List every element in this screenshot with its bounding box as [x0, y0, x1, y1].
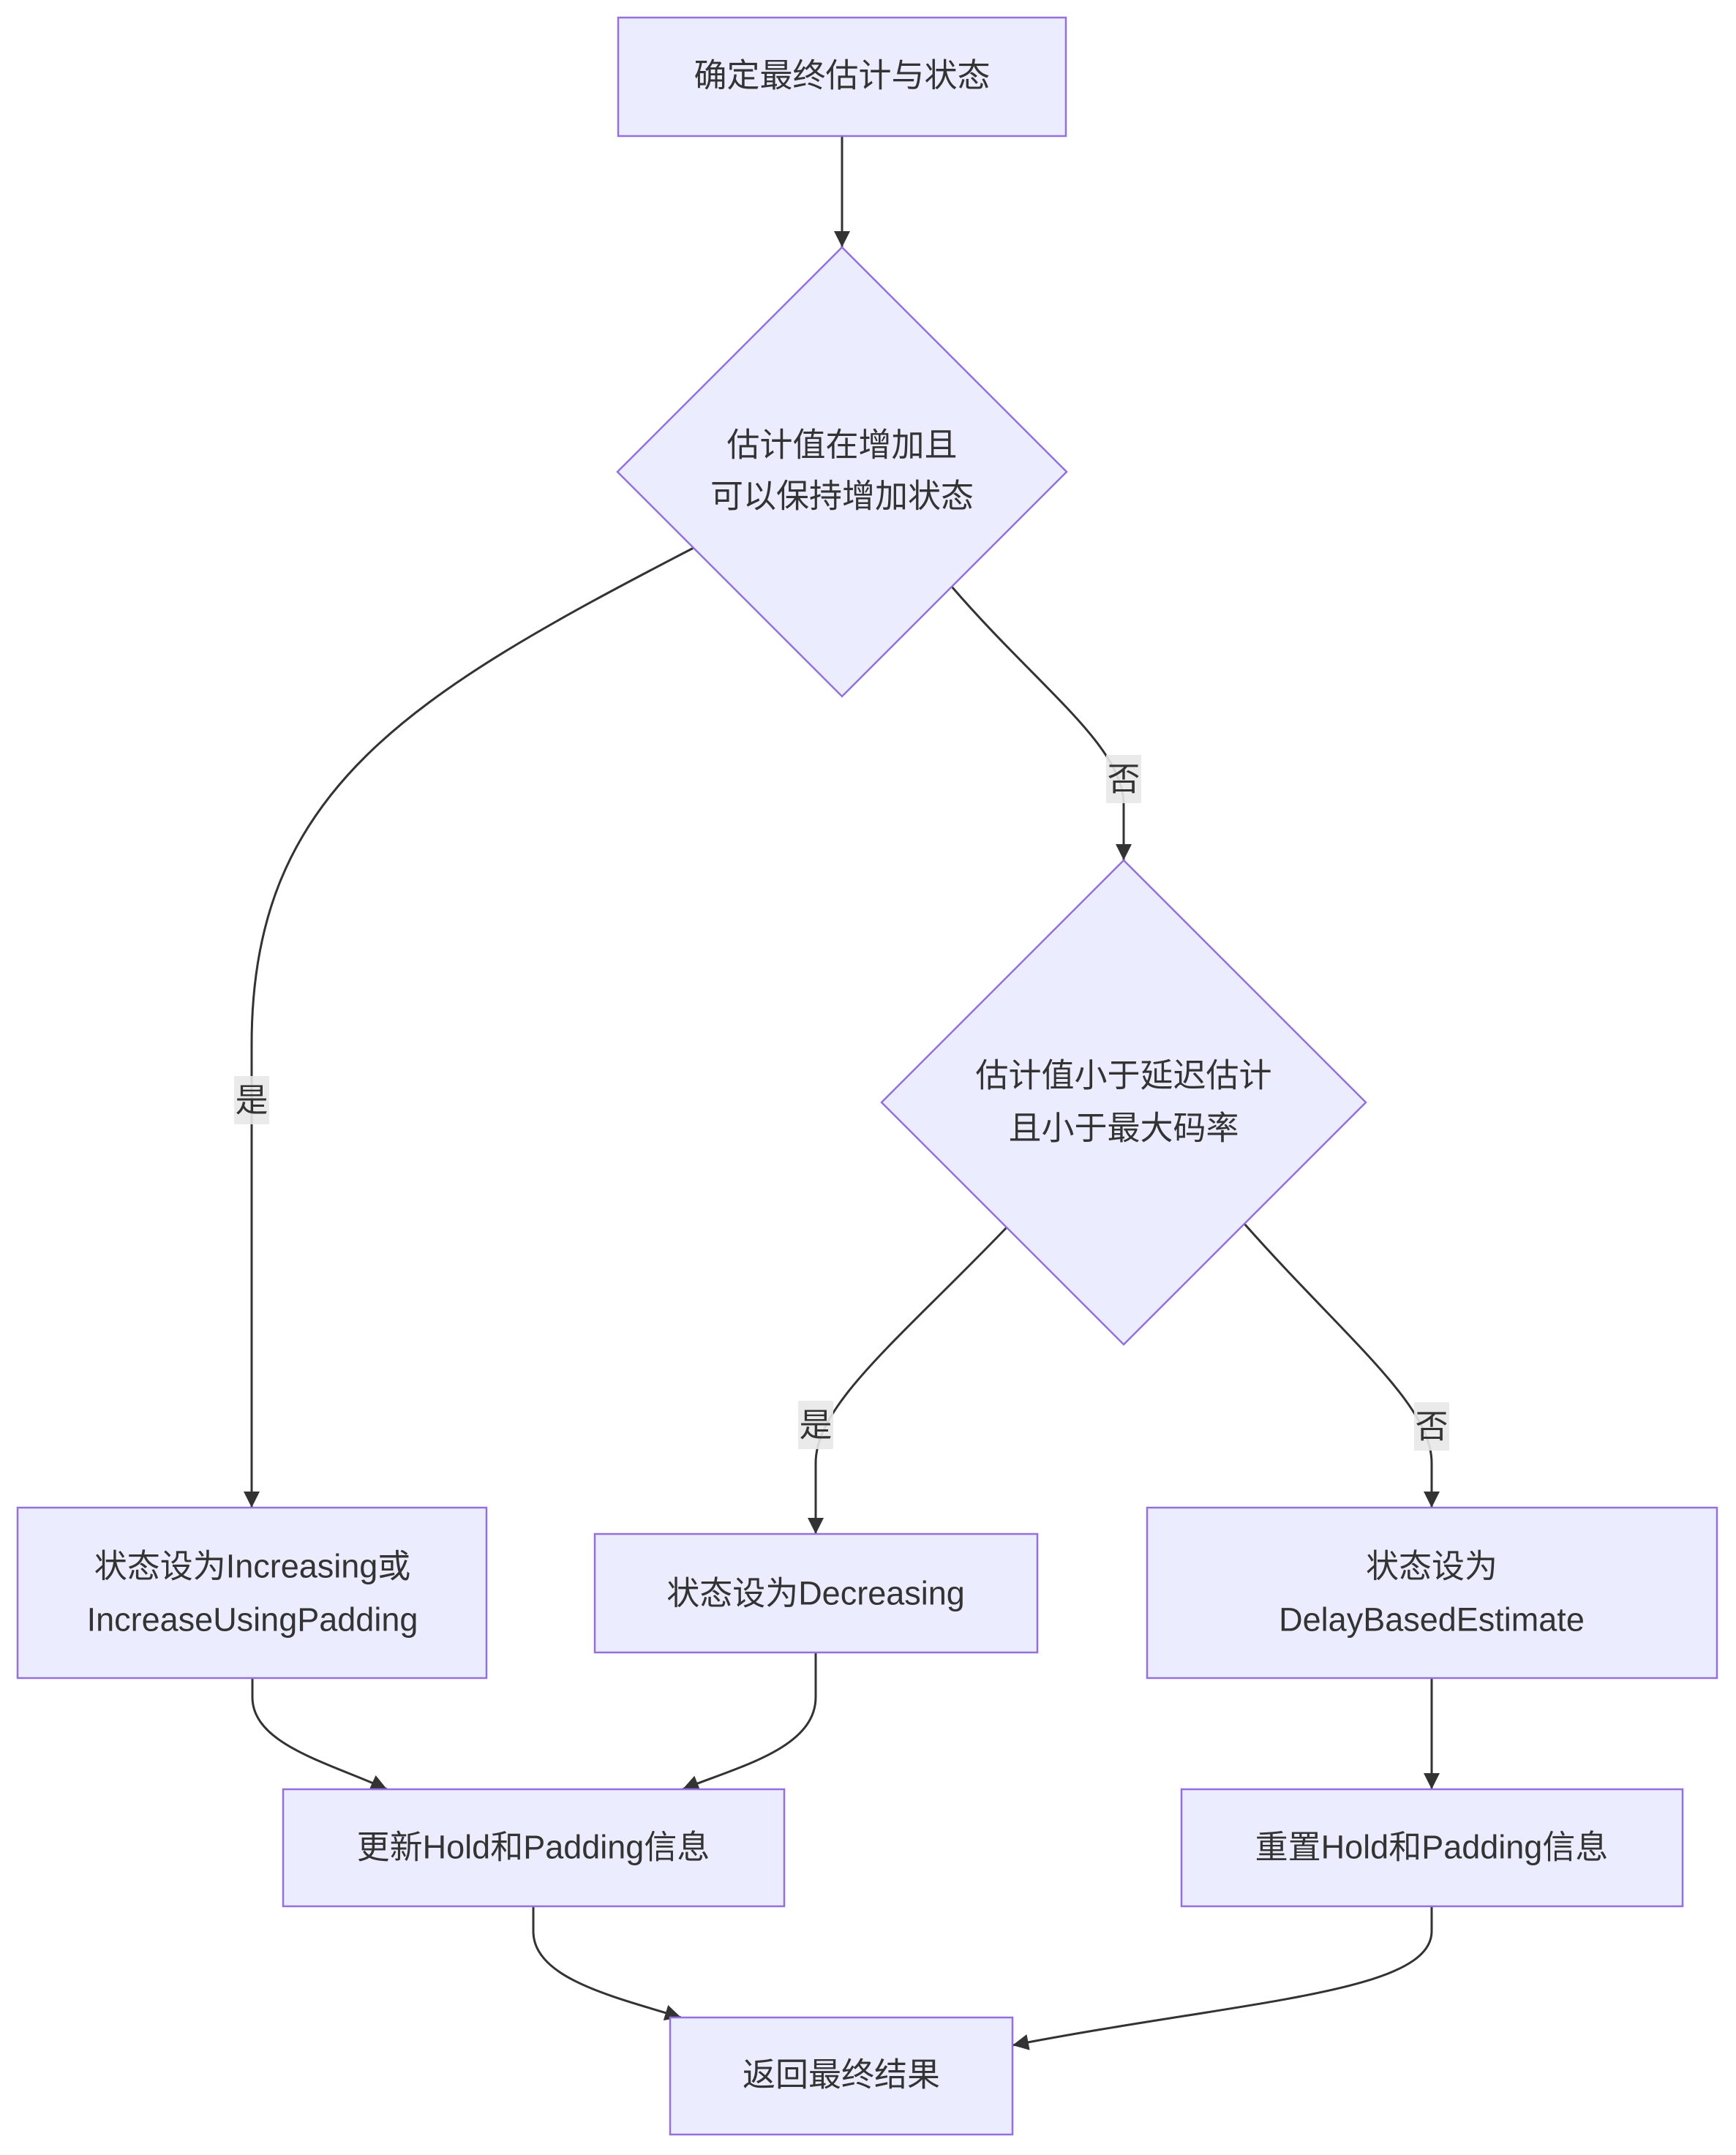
node-label-line-1: 状态设为	[1366, 1548, 1498, 1585]
edge-delay-check-yes	[808, 1226, 1008, 1534]
edge-label-background	[798, 1401, 833, 1449]
node-update-hold: 更新Hold和Padding信息	[282, 1788, 786, 1908]
edge-delay-check-no	[1243, 1223, 1440, 1508]
edge-label-delay-no: 否	[1414, 1402, 1449, 1451]
process-box	[593, 1532, 1039, 1654]
edge-label-increase-yes: 是	[234, 1076, 269, 1124]
node-label: 更新Hold和Padding信息	[357, 1829, 710, 1866]
edge-update-hold-to-return	[532, 1906, 682, 2021]
edge-label-text: 否	[1415, 1408, 1448, 1445]
node-label-line-1: 估计值在增加且	[726, 426, 957, 464]
edge-label-background	[1106, 755, 1141, 803]
edge-label-increase-no: 否	[1106, 755, 1141, 803]
node-set-decreasing: 状态设为Decreasing	[593, 1532, 1039, 1654]
node-check-increase: 估计值在增加且 可以保持增加状态	[616, 246, 1068, 698]
process-box	[16, 1506, 488, 1680]
node-label-line-2: IncreaseUsingPadding	[87, 1601, 418, 1639]
edge-label-text: 是	[235, 1082, 268, 1119]
edge-label-text: 否	[1107, 761, 1140, 798]
node-reset-hold: 重置Hold和Padding信息	[1180, 1788, 1684, 1908]
node-start: 确定最终估计与状态	[617, 16, 1067, 138]
node-label: 确定最终估计与状态	[694, 57, 990, 94]
edge-increase-check-yes	[244, 546, 694, 1508]
edges	[244, 136, 1440, 2050]
edge-label-background	[234, 1076, 269, 1124]
process-box	[617, 16, 1067, 138]
node-label-line-2: DelayBasedEstimate	[1279, 1601, 1585, 1639]
node-label: 状态设为Decreasing	[666, 1575, 965, 1612]
node-check-delay: 估计值小于延迟估计 且小于最大码率	[880, 859, 1367, 1346]
edge-label-text: 是	[799, 1407, 832, 1444]
edge-label-background	[1414, 1402, 1449, 1451]
process-box	[669, 2016, 1014, 2136]
decision-diamond	[616, 246, 1068, 698]
node-set-increasing: 状态设为Increasing或 IncreaseUsingPadding	[16, 1506, 488, 1680]
node-label-line-1: 状态设为Increasing或	[94, 1548, 411, 1585]
process-box	[1180, 1788, 1684, 1908]
node-return-result: 返回最终结果	[669, 2016, 1014, 2136]
node-set-delay-based: 状态设为 DelayBasedEstimate	[1146, 1506, 1718, 1680]
node-label-line-2: 可以保持增加状态	[710, 478, 974, 515]
edge-reset-hold-to-return	[1012, 1906, 1433, 2050]
decision-diamond	[880, 859, 1367, 1346]
process-box	[282, 1788, 786, 1908]
node-label-line-2: 且小于最大码率	[1008, 1110, 1239, 1147]
edge-increase-check-no	[950, 586, 1132, 860]
edge-label-delay-yes: 是	[798, 1401, 833, 1449]
process-box	[1146, 1506, 1718, 1680]
node-label-line-1: 估计值小于延迟估计	[975, 1057, 1271, 1094]
node-label: 返回最终结果	[743, 2056, 940, 2094]
edge-decreasing-to-update-hold	[682, 1652, 817, 1791]
edge-increasing-to-update-hold	[251, 1678, 388, 1791]
node-label: 重置Hold和Padding信息	[1255, 1829, 1609, 1866]
